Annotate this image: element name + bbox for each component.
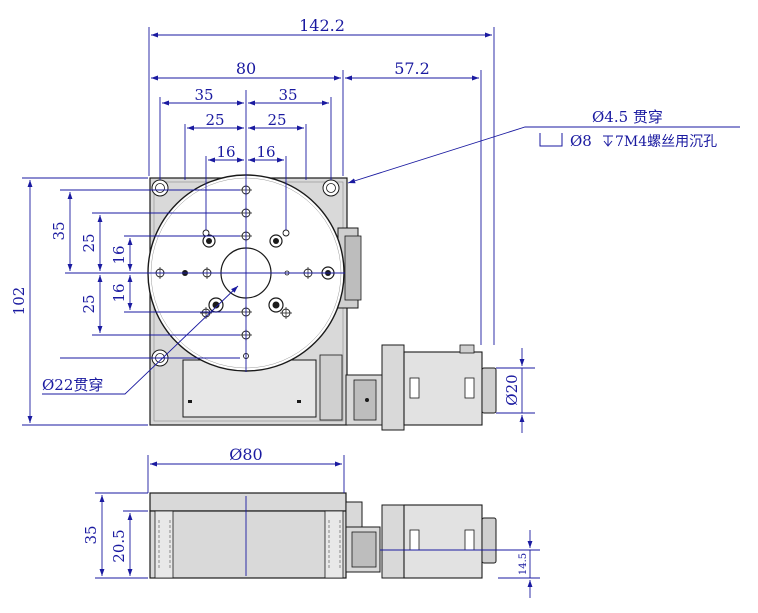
- dim-table-diameter: Ø80: [229, 445, 262, 464]
- motor-assembly: [345, 344, 497, 431]
- dim-16-lower: 16: [110, 283, 128, 302]
- callout-counterbore-depth: 7M4螺丝用沉孔: [615, 134, 717, 150]
- dim-25-right: 25: [267, 111, 286, 129]
- dimension-text: 142.2 80 57.2 35 35 25 25 16 16 102 35 2…: [10, 16, 529, 575]
- callout-center-hole: Ø22贯穿: [42, 376, 103, 394]
- side-view: [149, 492, 497, 579]
- dim-25-upper: 25: [80, 233, 98, 252]
- dim-height: 102: [10, 287, 28, 316]
- corner-hole-tr: [322, 179, 340, 197]
- dim-35-right: 35: [278, 86, 297, 104]
- dim-side-base-height: 20.5: [110, 529, 128, 562]
- counterbore-symbol: [539, 133, 563, 147]
- dim-16-right: 16: [256, 143, 275, 161]
- dim-25-lower: 25: [80, 294, 98, 313]
- dim-motor-axis-height: 14.5: [518, 553, 529, 575]
- dim-overall-width: 142.2: [299, 16, 345, 35]
- depth-symbol: [603, 135, 613, 147]
- dim-side-height: 35: [82, 525, 100, 544]
- dim-35-left: 35: [194, 86, 213, 104]
- dim-body-width: 80: [236, 59, 256, 78]
- callout-through-hole: Ø4.5 贯穿: [592, 108, 663, 126]
- dim-16-left: 16: [216, 143, 235, 161]
- counterbore-holes: [182, 234, 335, 313]
- dim-25-left: 25: [205, 111, 224, 129]
- dim-motor-diameter: Ø20: [503, 374, 521, 405]
- corner-hole-tl: [151, 179, 169, 197]
- callout-counterbore: Ø8: [570, 132, 592, 150]
- dim-35-vertical: 35: [50, 221, 68, 240]
- dimension-lines: [22, 27, 740, 598]
- dim-motor-offset: 57.2: [394, 59, 430, 78]
- dim-16-upper: 16: [110, 245, 128, 264]
- center-lines: [65, 90, 540, 576]
- callouts: Ø4.5 贯穿 Ø8 7M4螺丝用沉孔 Ø22贯穿: [42, 108, 717, 394]
